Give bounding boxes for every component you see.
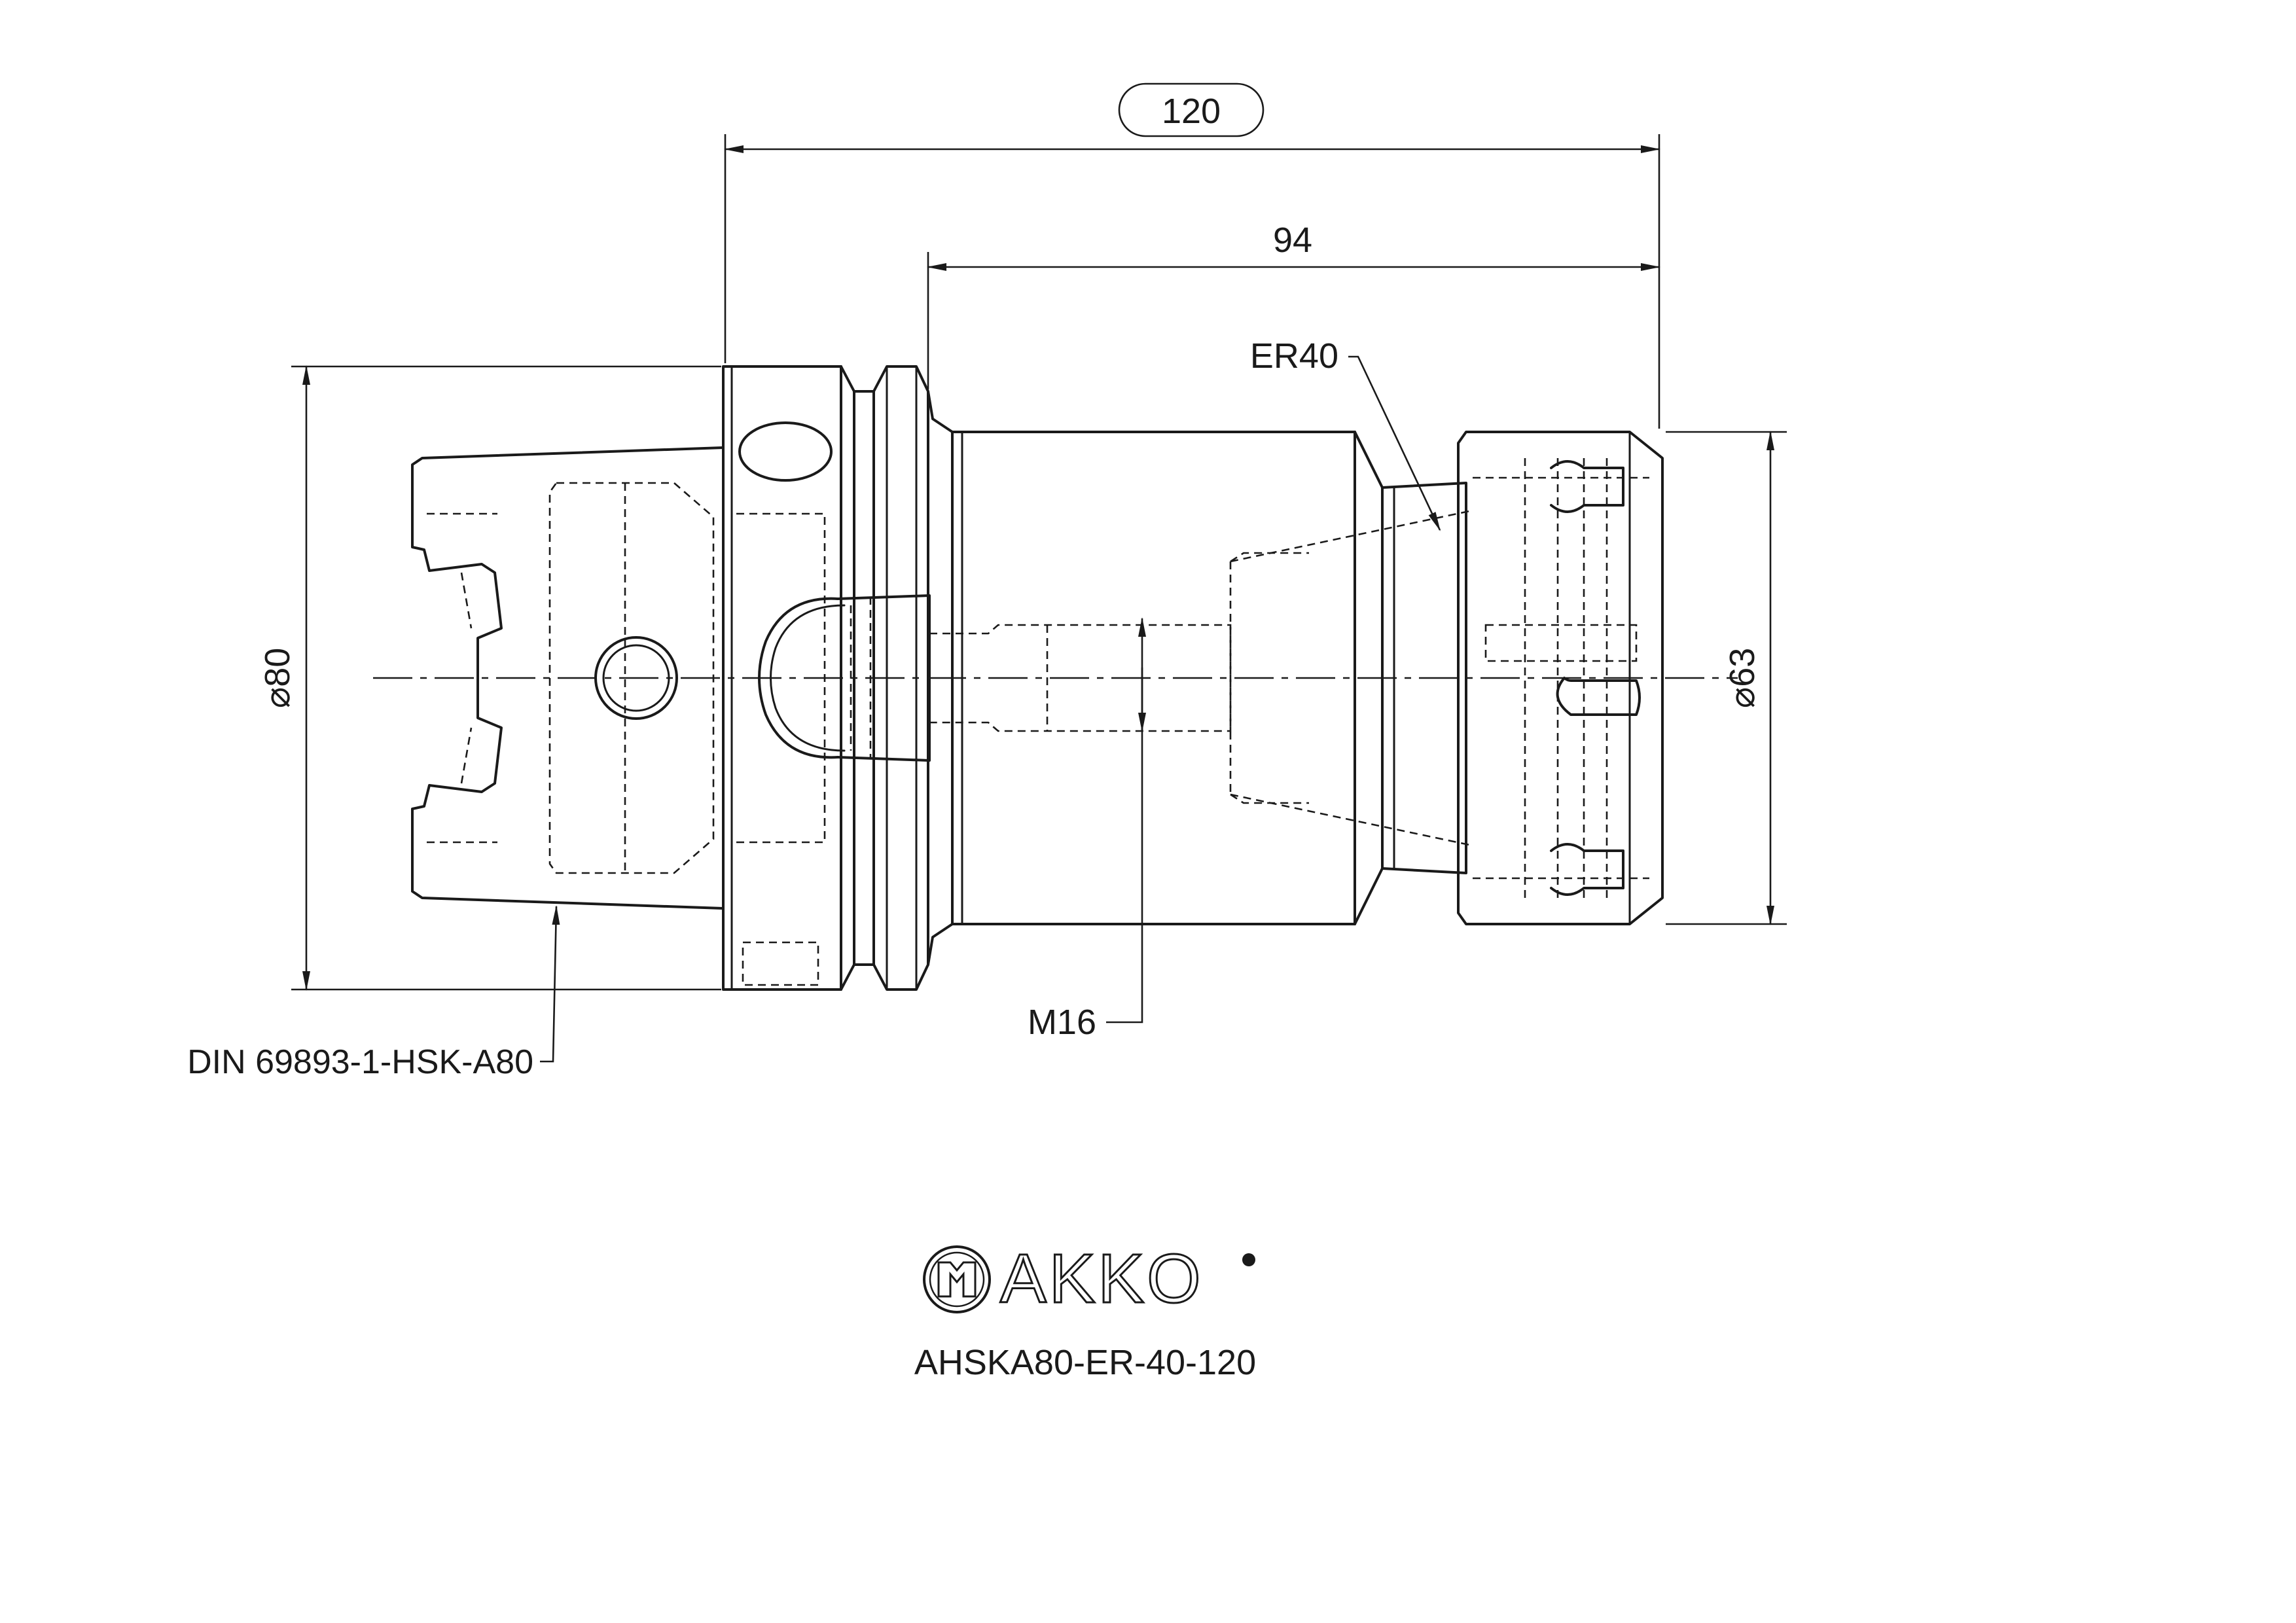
dimension-overall-length: 120 [724,82,1660,429]
callout-thread: M16 [1028,617,1146,1042]
callout-standard: DIN 69893-1-HSK-A80 [187,905,560,1081]
callout-text-collet-type: ER40 [1250,336,1338,376]
basic-dimension-frame [1118,82,1265,137]
dim-text-length-from-flange: 94 [1273,221,1312,260]
flange-drive-slot [738,421,833,482]
dim-text-overall-length: 120 [1162,92,1221,131]
registered-mark-icon [1242,1253,1255,1266]
dimension-nut-diameter: ⌀63 [1666,431,1787,925]
part-number: AHSKA80-ER-40-120 [914,1343,1256,1382]
hsk-cross-hole [594,636,678,720]
flange-body [722,365,954,991]
brand-name: AKKO [1000,1240,1204,1317]
callout-collet-type: ER40 [1250,336,1441,531]
dim-text-flange-diameter: ⌀80 [258,648,297,709]
chuck-body [929,431,1473,925]
clamping-nut [1457,431,1664,925]
hsk-taper-shank [411,446,725,910]
dim-text-nut-diameter: ⌀63 [1723,648,1762,709]
dimension-length-from-flange: 94 [927,221,1660,389]
title-block: AKKO AHSKA80-ER-40-120 [914,1240,1256,1383]
akko-logo-icon [923,1245,991,1313]
callout-text-standard: DIN 69893-1-HSK-A80 [187,1043,533,1081]
callout-text-thread: M16 [1028,1003,1096,1042]
dimension-flange-diameter: ⌀80 [258,365,721,991]
